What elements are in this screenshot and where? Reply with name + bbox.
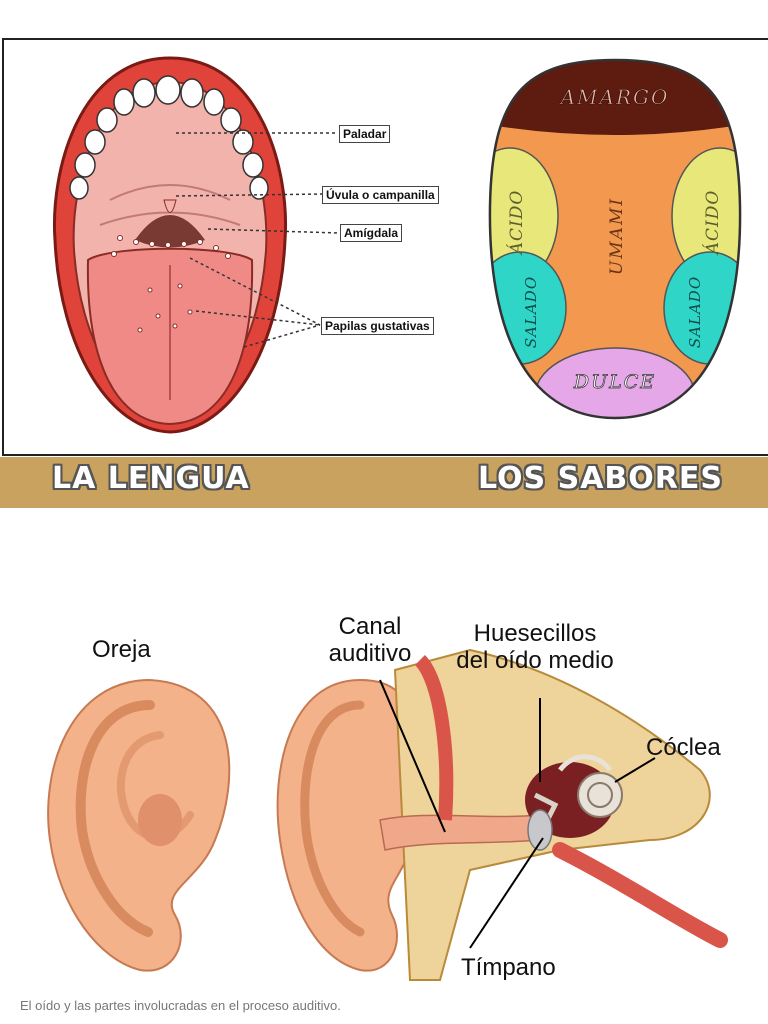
zone-label-bitter: AMARGO (559, 85, 670, 109)
palate-label: Paladar (339, 125, 391, 143)
zone-label-umami: UMAMI (607, 197, 627, 275)
tonsil-label: Amígdala (340, 224, 403, 242)
uvula-label: Úvula o campanilla (322, 186, 439, 204)
zone-label-salty-left: SALADO (522, 276, 540, 348)
banner-title-flavors: LOS SABORES (478, 461, 723, 496)
outer-ear-drawing (47, 678, 231, 972)
ear-canal-label: Canal auditivo (328, 613, 412, 667)
zone-label-sour-right: ÁCIDO (702, 190, 723, 257)
tongue-panel: Paladar Úvula o campanilla Amígdala Papi… (0, 0, 768, 508)
zone-label-salty-right: SALADO (686, 276, 704, 348)
taste-map: AMARGO ÁCIDO ÁCIDO UMAMI SALADO SALADO D… (488, 58, 742, 420)
cochlea-label: Cóclea (646, 734, 721, 761)
ear-illustration (47, 648, 728, 981)
mouth-illustration (52, 56, 288, 434)
ear-panel: Oreja Canal auditivo Huesecillos del oíd… (0, 520, 768, 1024)
eardrum-label: Tímpano (461, 954, 556, 981)
ear-cross-section-drawing (276, 648, 728, 981)
papillae-label: Papilas gustativas (321, 317, 434, 335)
ossicles-label: Huesecillos del oído medio (456, 620, 614, 674)
banner-title-tongue: LA LENGUA (52, 461, 250, 496)
image-caption: El oído y las partes involucradas en el … (20, 998, 341, 1013)
outer-ear-label: Oreja (92, 636, 151, 663)
zone-label-sweet: DULCE (573, 371, 656, 393)
tongue-callout-lines (175, 132, 340, 348)
ear-pointer-lines (379, 679, 656, 949)
title-banner: LA LENGUA LOS SABORES (0, 457, 768, 508)
zone-label-sour-left: ÁCIDO (506, 190, 527, 257)
